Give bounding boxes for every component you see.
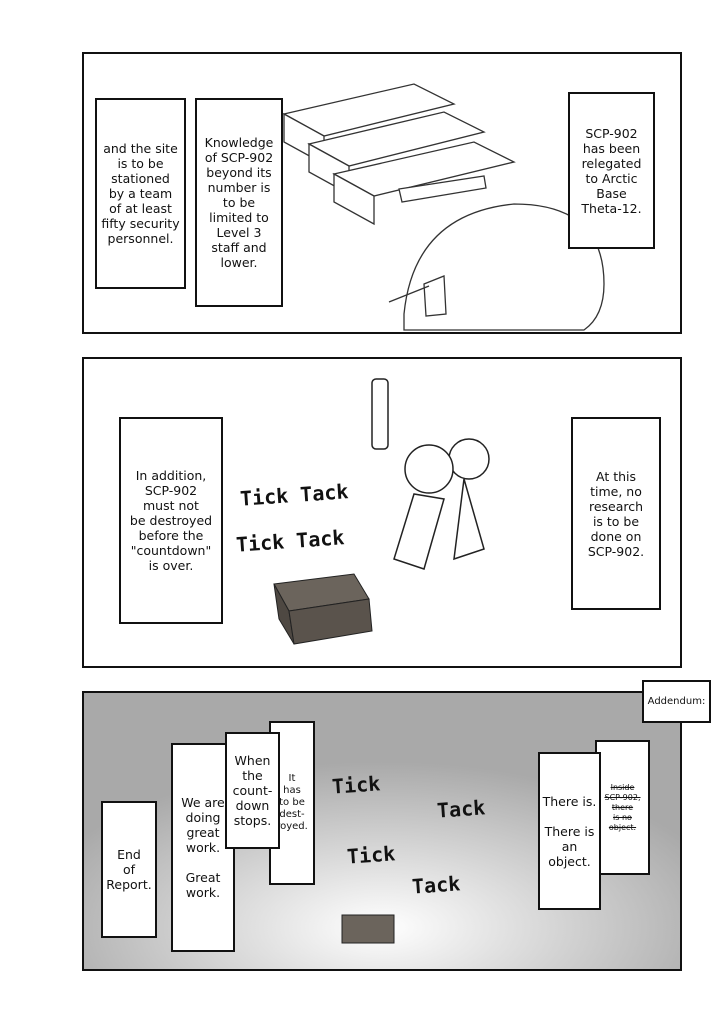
caption-there-is-object: There is. There is an object. bbox=[538, 752, 601, 910]
caption-no-research: At this time, no research is to be done … bbox=[571, 417, 661, 610]
characters-and-box-drawing bbox=[273, 378, 490, 645]
caption-knowledge-limit: Knowledge of SCP-902 beyond its number i… bbox=[195, 98, 283, 307]
panel-arctic-base: and the site is to be stationed by a tea… bbox=[82, 52, 682, 334]
sfx-tack-1: Tack bbox=[436, 795, 486, 823]
addendum-label: Addendum: bbox=[642, 680, 711, 723]
caption-relegated: SCP-902 has been relegated to Arctic Bas… bbox=[568, 92, 655, 249]
sfx-tick-1: Tick bbox=[331, 771, 381, 799]
sfx-tick-2: Tick bbox=[346, 841, 396, 869]
caption-struck-no-object: Inside SCP-902, there is no object. bbox=[595, 740, 650, 875]
caption-end-of-report: End of Report. bbox=[101, 801, 157, 938]
panel-countdown: In addition, SCP-902 must not be destroy… bbox=[82, 357, 682, 668]
caption-countdown-stops: When the count- down stops. bbox=[225, 732, 280, 849]
caption-must-not-destroy: In addition, SCP-902 must not be destroy… bbox=[119, 417, 223, 624]
struck-text: Inside SCP-902, there is no object. bbox=[604, 782, 641, 832]
caption-site-security: and the site is to be stationed by a tea… bbox=[95, 98, 186, 289]
chainsaw bbox=[371, 378, 389, 450]
arctic-base-drawing bbox=[282, 83, 605, 331]
panel-addendum: Tick Tack Tick Tack End of Report. We ar… bbox=[82, 691, 682, 971]
caption-great-work: We are doing great work. Great work. bbox=[171, 743, 235, 952]
sfx-tack-2: Tack bbox=[411, 871, 461, 899]
